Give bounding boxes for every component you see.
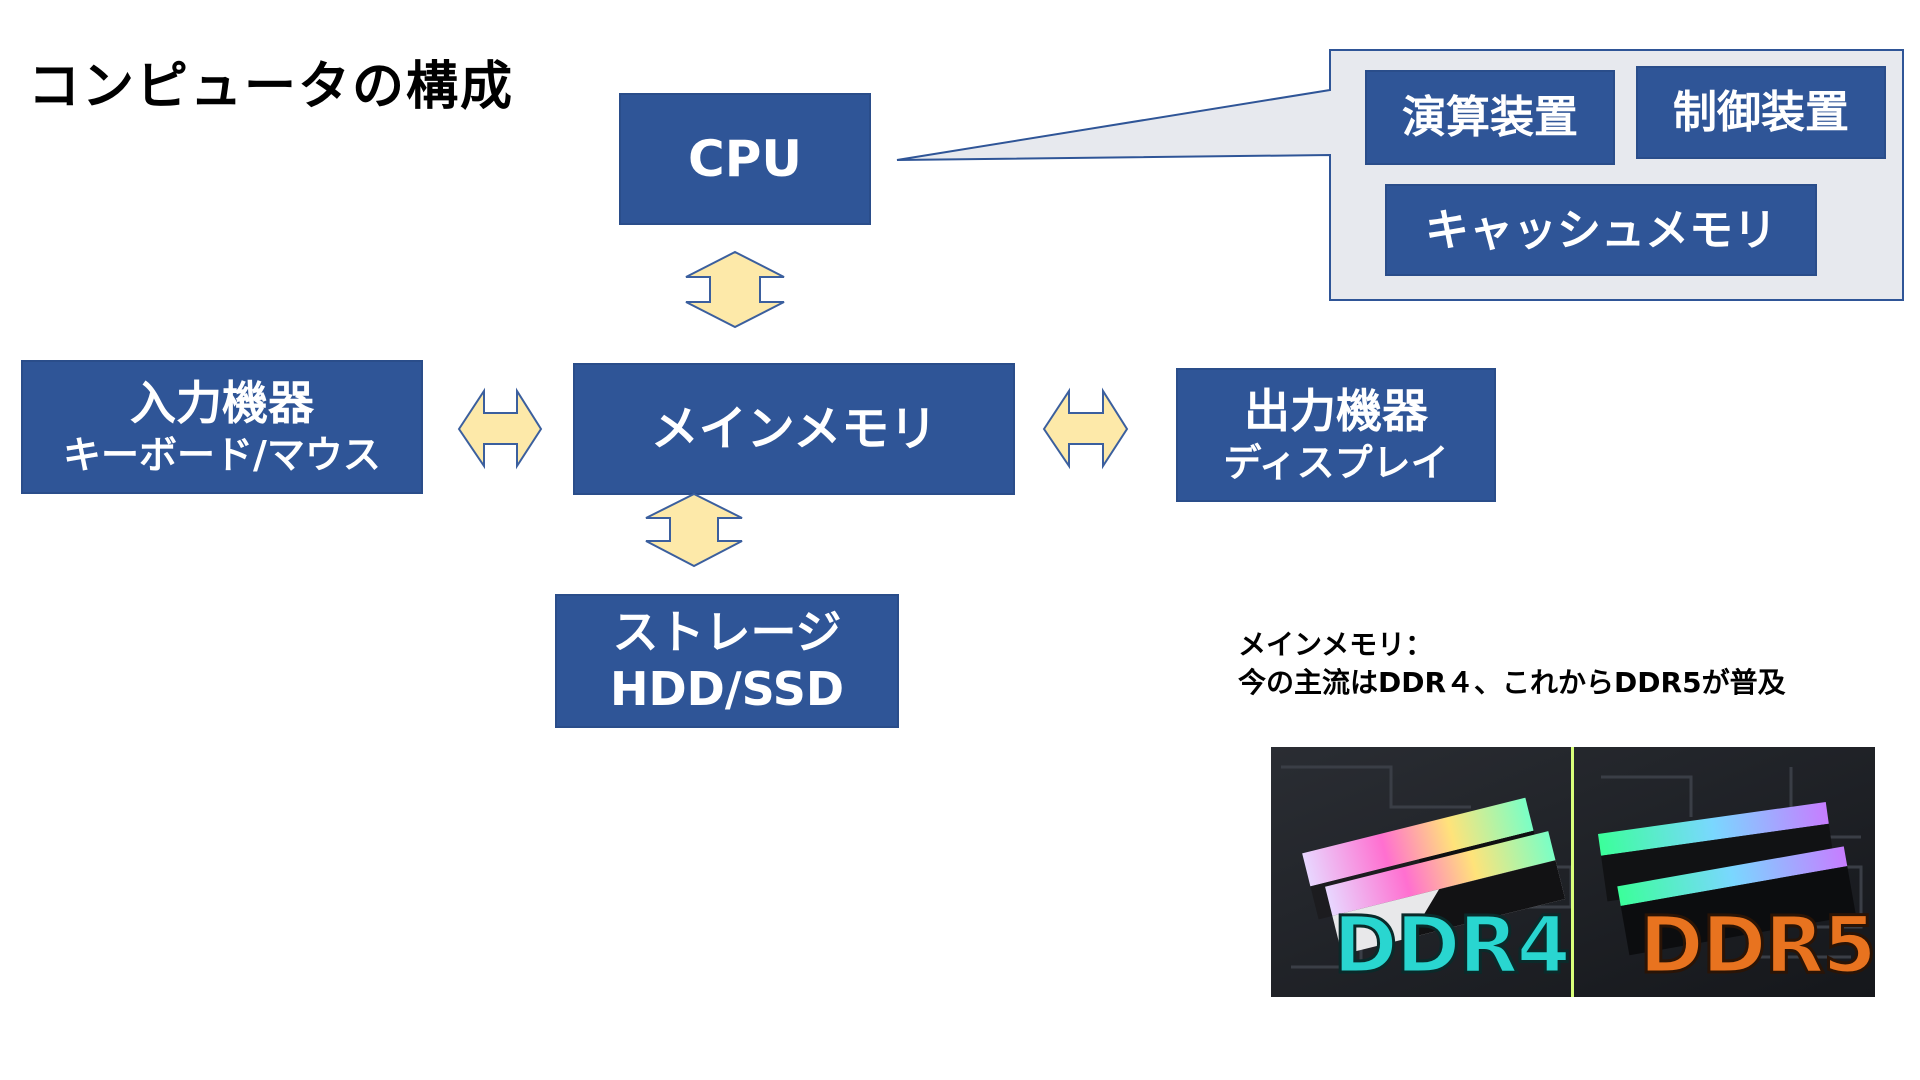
control-unit-label: 制御装置: [1673, 87, 1849, 138]
memory-note: メインメモリ： 今の主流はDDR４、これからDDR5が普及: [1238, 626, 1786, 702]
cpu-box: CPU: [619, 93, 871, 225]
cache-memory-label: キャッシュメモリ: [1425, 204, 1777, 256]
page-title: コンピュータの構成: [28, 57, 515, 117]
main-memory-box: メインメモリ: [573, 363, 1015, 495]
cpu-memory-arrow-icon: [685, 250, 785, 329]
output-devices-title: 出力機器: [1244, 383, 1428, 438]
input-devices-title: 入力機器: [130, 375, 314, 430]
storage-box: ストレージ HDD/SSD: [555, 594, 899, 728]
storage-title: ストレージ: [612, 604, 842, 659]
ram-photo-illustration: [1271, 747, 1875, 997]
ram-photo: DDR4 DDR5: [1271, 747, 1875, 997]
input-memory-arrow-icon: [457, 387, 543, 470]
output-devices-sub: ディスプレイ: [1223, 441, 1449, 485]
input-devices-sub: キーボード/マウス: [63, 433, 381, 477]
ddr4-label: DDR4: [1332, 900, 1573, 993]
memory-note-line1: メインメモリ：: [1238, 628, 1434, 661]
main-memory-label: メインメモリ: [650, 401, 938, 457]
input-devices-box: 入力機器 キーボード/マウス: [21, 360, 423, 494]
alu-label: 演算装置: [1402, 92, 1578, 143]
memory-note-line2: 今の主流はDDR４、これからDDR5が普及: [1238, 665, 1786, 699]
output-devices-box: 出力機器 ディスプレイ: [1176, 368, 1496, 502]
memory-storage-arrow-icon: [645, 492, 743, 568]
alu-box: 演算装置: [1365, 70, 1615, 165]
ddr5-label: DDR5: [1638, 900, 1875, 993]
control-unit-box: 制御装置: [1636, 66, 1886, 159]
memory-output-arrow-icon: [1042, 387, 1129, 470]
storage-sub: HDD/SSD: [609, 662, 845, 716]
cpu-label: CPU: [688, 129, 802, 188]
cache-memory-box: キャッシュメモリ: [1385, 184, 1817, 276]
